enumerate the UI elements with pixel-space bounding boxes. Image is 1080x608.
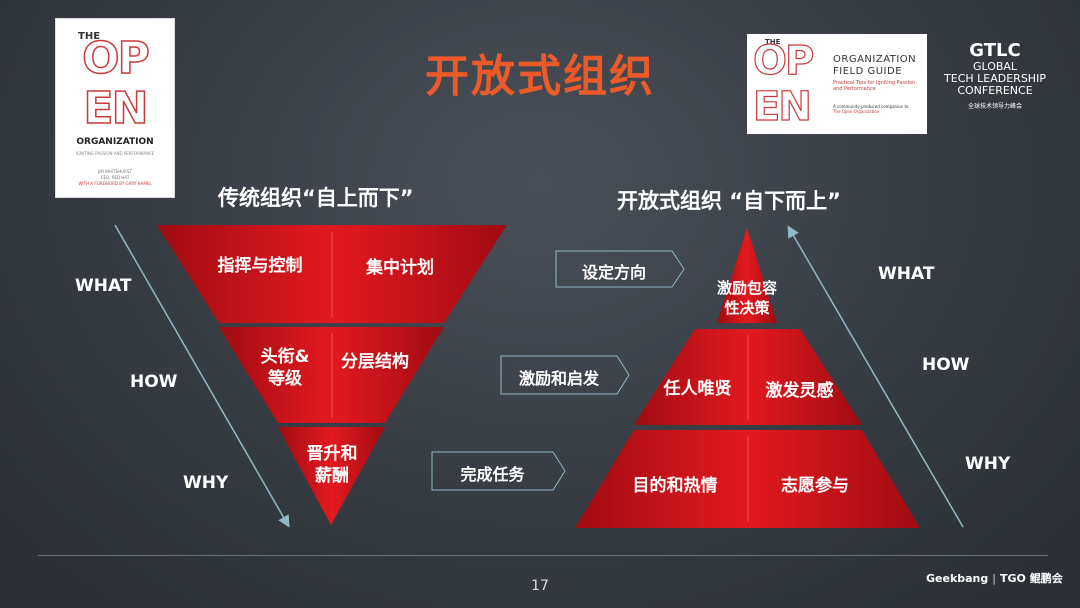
- arrow-label-set-direction: 设定方向: [581, 263, 646, 282]
- cell-hierarchy: 分层结构: [341, 352, 409, 372]
- gtlc-logo: GTLC GLOBAL TECH LEADERSHIP CONFERENCE 全…: [940, 40, 1050, 110]
- guide-note: A community-produced companion to The Op…: [833, 104, 923, 114]
- guide-tagline: Practical Tips for Igniting Passion and …: [833, 80, 916, 92]
- cell-volunteering: 志愿参与: [781, 476, 849, 496]
- gtlc-line3: CONFERENCE: [957, 84, 1033, 97]
- cell-titles-ranks: 头衔& 等级: [260, 347, 310, 389]
- book-organization: ORGANIZATION: [76, 137, 154, 147]
- arrow-box-2: [500, 355, 630, 395]
- left-label-how: HOW: [130, 372, 178, 392]
- inverted-pyramid-bottom: [278, 427, 385, 525]
- cell-purpose-passion: 目的和热情: [632, 476, 718, 496]
- open-heading: 开放式组织 “自下而上”: [617, 189, 841, 213]
- guide-title: ORGANIZATION FIELD GUIDE: [833, 54, 916, 78]
- footer-brand: Geekbang | TGO 鲲鹏会: [926, 572, 1063, 585]
- page-number: 17: [531, 578, 549, 594]
- guide-the: THE: [765, 38, 781, 46]
- guide-op-letters: OP: [752, 37, 815, 84]
- tgo-logo: TGO 鲲鹏会: [999, 572, 1063, 585]
- gtlc-logo-text: GTLC: [969, 40, 1021, 61]
- book-author: JIM WHITEHURST CEO, RED HAT WITH A FOREW…: [56, 169, 174, 187]
- guide-title-line1: ORGANIZATION: [833, 54, 917, 65]
- guide-title-line2: FIELD GUIDE: [833, 66, 903, 77]
- book-author-role: CEO, RED HAT: [100, 175, 130, 180]
- arrow-box-3: [431, 451, 566, 491]
- open-organization-book-cover: THE OP EN ORGANIZATION IGNITING PASSION …: [55, 18, 175, 198]
- arrow-box-1: [555, 250, 685, 288]
- right-label-how: HOW: [922, 355, 970, 375]
- cell-inclusive-decisions: 激励包容 性决策: [716, 279, 777, 317]
- cell-inspiration: 激发灵感: [765, 381, 834, 401]
- cell-meritocracy: 任人唯贤: [663, 379, 732, 399]
- gtlc-line2: TECH LEADERSHIP: [944, 72, 1046, 85]
- pyramid-top: [717, 228, 777, 323]
- book-foreword: WITH A FOREWORD BY GARY HAMEL: [78, 181, 152, 186]
- guide-note-line1: A community-produced companion to: [833, 104, 909, 109]
- gtlc-line1: GLOBAL: [972, 60, 1018, 73]
- arrow-label-motivate: 激励和启发: [518, 369, 599, 388]
- book-the: THE: [78, 31, 101, 42]
- page-title: 开放式组织: [425, 51, 655, 102]
- left-flow-arrow: [114, 224, 290, 528]
- field-guide-cover: THE OP EN ORGANIZATION FIELD GUIDE Pract…: [747, 34, 927, 134]
- book-op-letters: OP: [81, 32, 150, 85]
- left-label-what: WHAT: [75, 276, 132, 296]
- book-en-letters: EN: [83, 82, 149, 135]
- book-author-name: JIM WHITEHURST: [98, 169, 132, 174]
- traditional-heading: 传统组织“自上而下”: [218, 186, 414, 210]
- right-label-why: WHY: [965, 454, 1011, 474]
- cell-command-control: 指挥与控制: [217, 256, 303, 276]
- book-subtitle: IGNITING PASSION AND PERFORMANCE: [75, 151, 155, 156]
- left-label-why: WHY: [183, 473, 229, 493]
- footer-divider: [38, 555, 1048, 556]
- guide-en-letters: EN: [752, 83, 812, 130]
- cell-promotion-pay: 晋升和 薪酬: [306, 444, 358, 486]
- guide-note-line2: The Open Organization: [833, 109, 880, 114]
- gtlc-chinese: 全球技术领导力峰会: [967, 103, 1022, 110]
- cell-central-planning: 集中计划: [366, 258, 434, 278]
- right-label-what: WHAT: [878, 264, 935, 284]
- right-flow-arrow: [787, 225, 964, 528]
- arrow-label-complete-tasks: 完成任务: [460, 465, 525, 484]
- geekbang-logo: Geekbang: [926, 572, 989, 585]
